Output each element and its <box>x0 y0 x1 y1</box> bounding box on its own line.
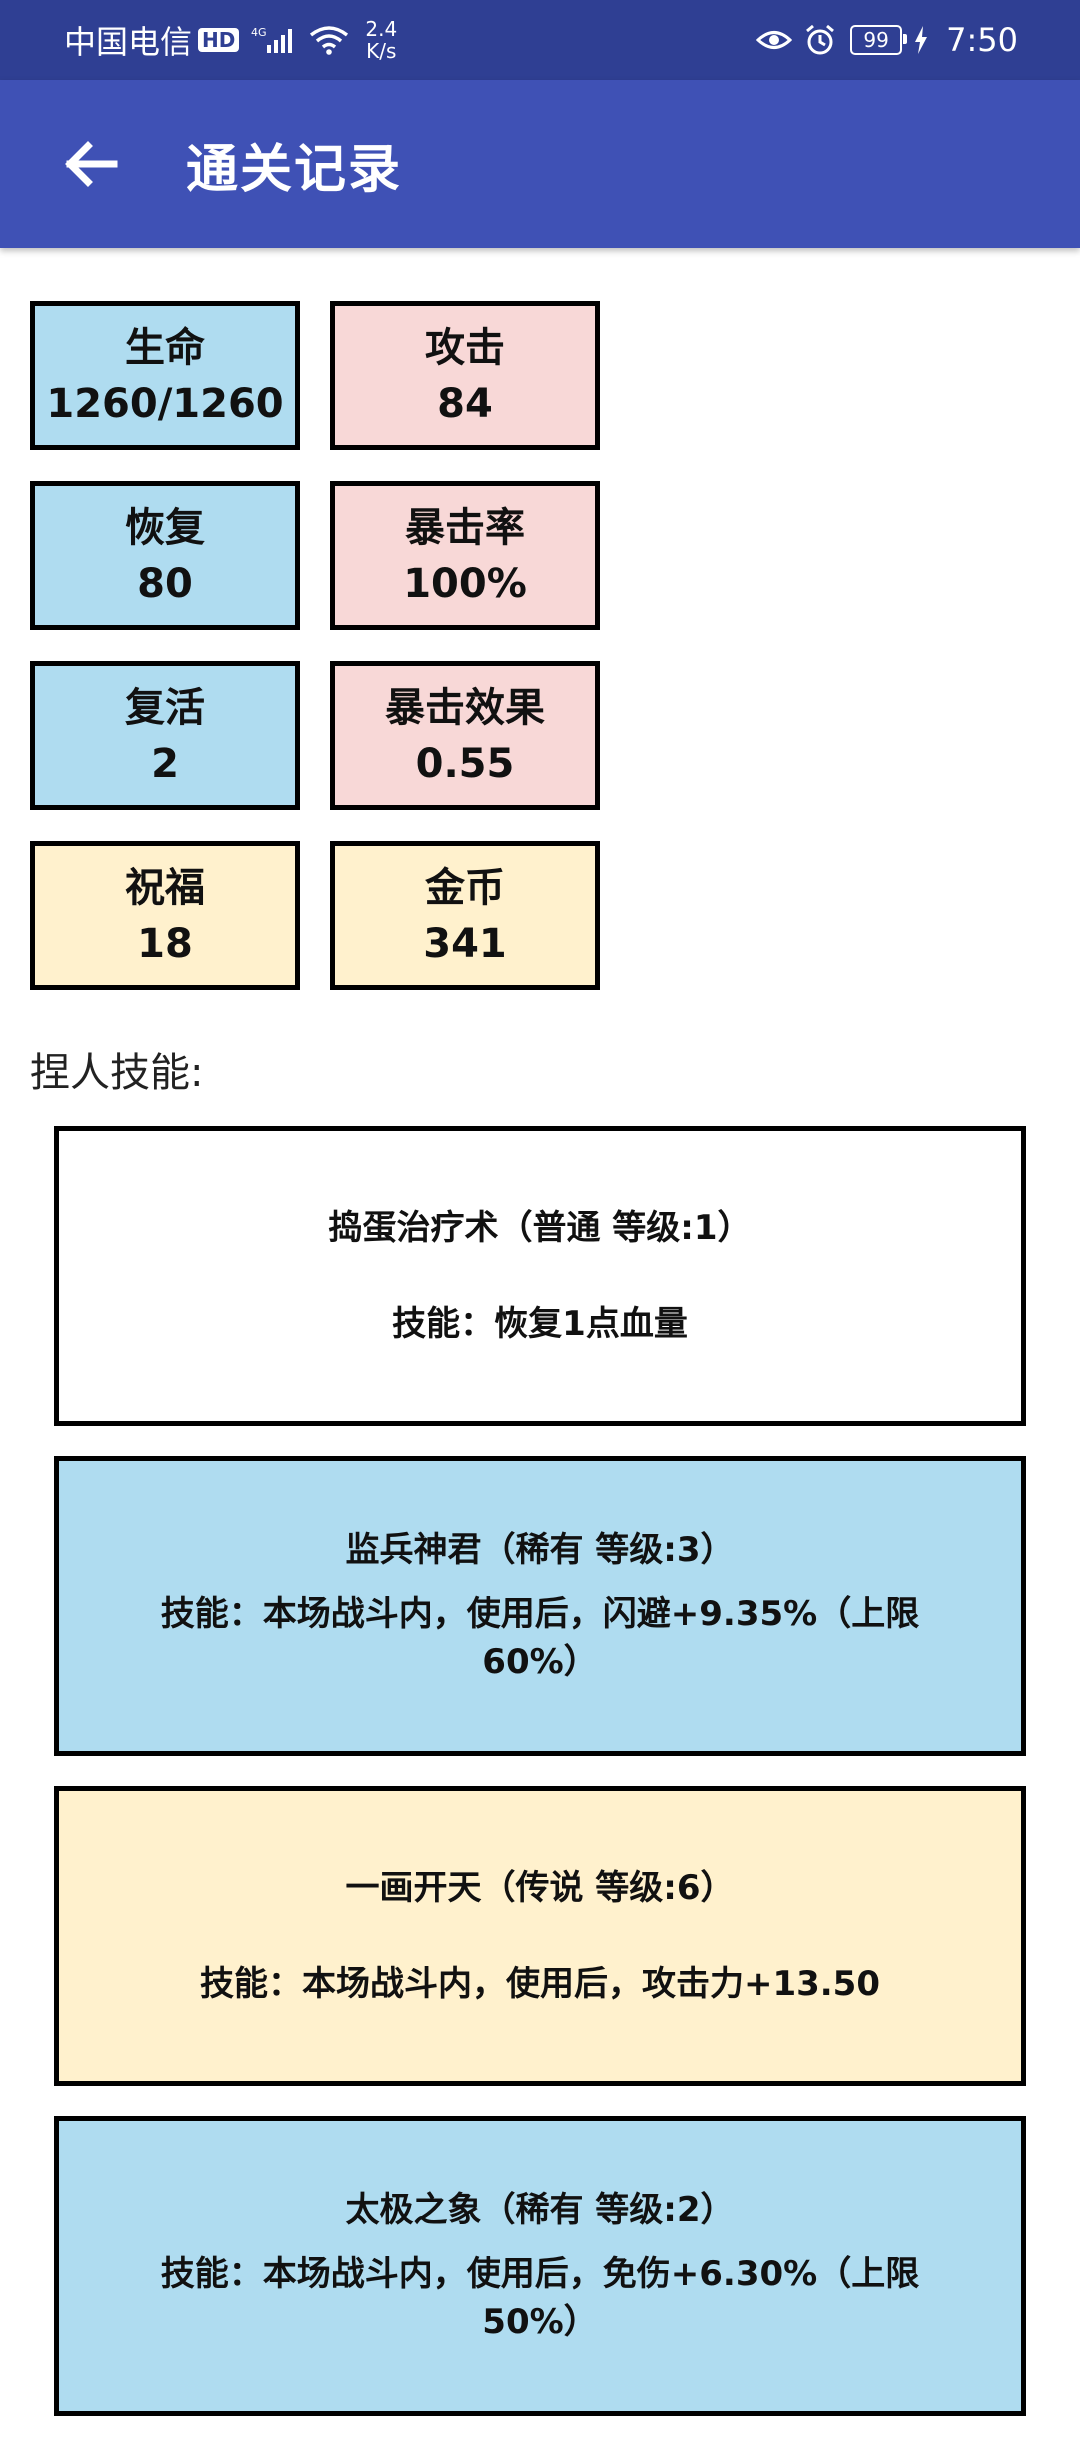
stat-card-recovery: 恢复 80 <box>30 481 300 630</box>
skill-title: 监兵神君（稀有 等级:3） <box>345 1530 735 1570</box>
clock: 7:50 <box>946 21 1018 59</box>
skill-description: 技能：本场战斗内，使用后，免伤+6.30%（上限50%） <box>160 2254 920 2342</box>
wifi-icon <box>309 25 349 55</box>
network-type: 4G <box>251 26 267 39</box>
stat-card-revive: 复活 2 <box>30 661 300 810</box>
skill-card: 捣蛋治疗术（普通 等级:1） 技能：恢复1点血量 <box>54 1126 1026 1426</box>
battery-level: 99 <box>863 28 889 52</box>
battery-icon: 99 <box>850 25 908 55</box>
stat-value: 100% <box>403 560 527 607</box>
skills-list: 捣蛋治疗术（普通 等级:1） 技能：恢复1点血量 监兵神君（稀有 等级:3） 技… <box>54 1126 1026 2446</box>
net-speed: 2.4 K/s <box>365 18 397 62</box>
stat-card-attack: 攻击 84 <box>330 301 600 450</box>
skill-description: 技能：本场战斗内，使用后，攻击力+13.50 <box>199 1964 881 2004</box>
stat-card-crit-effect: 暴击效果 0.55 <box>330 661 600 810</box>
stat-value: 1260/1260 <box>46 380 284 427</box>
hd-badge: HD <box>198 28 240 52</box>
back-arrow-icon <box>65 141 118 187</box>
back-button[interactable] <box>58 132 122 196</box>
skill-description: 技能：恢复1点血量 <box>392 1304 688 1344</box>
skill-card: 一画开天（传说 等级:6） 技能：本场战斗内，使用后，攻击力+13.50 <box>54 1786 1026 2086</box>
stat-value: 341 <box>423 920 507 967</box>
charging-icon <box>914 26 928 54</box>
stat-card-gold: 金币 341 <box>330 841 600 990</box>
page-title: 通关记录 <box>186 139 403 200</box>
stat-label: 暴击率 <box>405 504 525 551</box>
net-speed-unit: K/s <box>366 39 397 63</box>
status-right: 99 7:50 <box>744 21 1018 59</box>
stat-label: 复活 <box>125 684 205 731</box>
stat-label: 暴击效果 <box>385 684 545 731</box>
signal-icon: 4G <box>251 25 297 55</box>
status-bar: 中国电信 HD 4G 2.4 K/s <box>0 0 1080 80</box>
stat-label: 攻击 <box>425 324 505 371</box>
stat-label: 恢复 <box>125 504 205 551</box>
stat-card-blessing: 祝福 18 <box>30 841 300 990</box>
eye-icon <box>756 27 793 53</box>
app-bar: 通关记录 <box>0 80 1080 248</box>
skill-card: 监兵神君（稀有 等级:3） 技能：本场战斗内，使用后，闪避+9.35%（上限60… <box>54 1456 1026 1756</box>
stat-card-hp: 生命 1260/1260 <box>30 301 300 450</box>
skill-title: 捣蛋治疗术（普通 等级:1） <box>328 1208 752 1248</box>
stats-grid: 生命 1260/1260 攻击 84 恢复 80 暴击率 100% 复活 2 暴… <box>30 301 600 990</box>
stat-value: 84 <box>437 380 493 427</box>
stat-value: 80 <box>137 560 193 607</box>
stat-value: 18 <box>137 920 193 967</box>
skill-title: 一画开天（传说 等级:6） <box>345 1868 735 1908</box>
stat-card-crit-rate: 暴击率 100% <box>330 481 600 630</box>
net-speed-value: 2.4 <box>365 17 398 41</box>
skill-description: 技能：本场战斗内，使用后，闪避+9.35%（上限60%） <box>160 1594 920 1682</box>
skill-title: 太极之象（稀有 等级:2） <box>345 2190 735 2230</box>
stat-label: 祝福 <box>125 864 205 911</box>
stat-value: 0.55 <box>415 740 515 787</box>
carrier-name: 中国电信 <box>64 23 193 61</box>
skill-card: 太极之象（稀有 等级:2） 技能：本场战斗内，使用后，免伤+6.30%（上限50… <box>54 2116 1026 2416</box>
stat-value: 2 <box>151 740 179 787</box>
status-left: 中国电信 HD 4G 2.4 K/s <box>64 17 397 63</box>
stat-label: 金币 <box>425 864 505 911</box>
stat-label: 生命 <box>125 324 205 371</box>
skills-section-label: 捏人技能: <box>30 1050 204 1096</box>
alarm-icon <box>804 24 836 56</box>
